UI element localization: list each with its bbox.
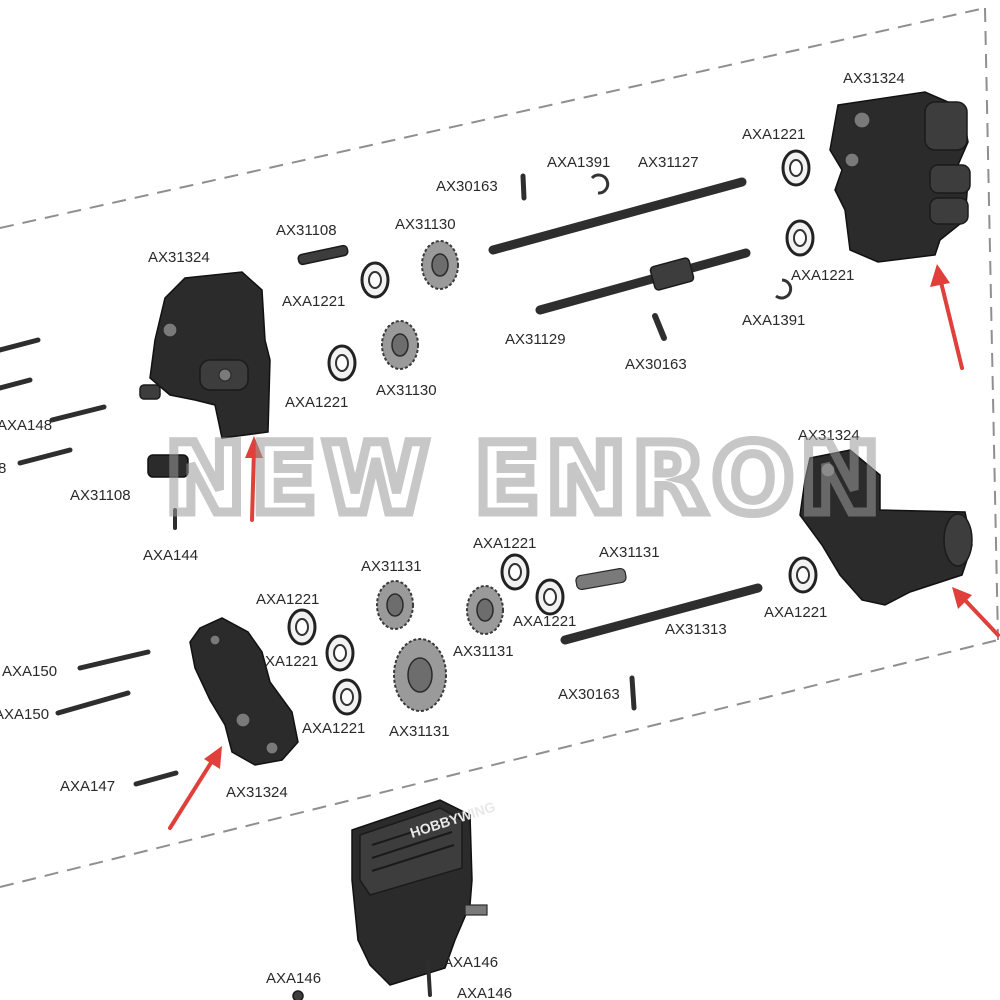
label-ax31131-right: AX31131 (599, 544, 660, 561)
label-ax31127: AX31127 (638, 154, 699, 171)
pin-top (520, 173, 527, 201)
label-axa1221-right-lower: AXA1221 (791, 267, 854, 284)
bearing-top-right-1 (781, 149, 811, 187)
screw-axa146-2 (292, 990, 304, 1000)
gear-bottom-2 (466, 585, 504, 635)
label-axa1221-bottom-mid: AXA1221 (513, 613, 576, 630)
labels-middle-left: AXA148 8 AX31108 AXA144 (0, 417, 198, 564)
main-shaft (488, 177, 747, 255)
gear-bottom-large (393, 638, 447, 712)
label-ax31324-bottom-left: AX31324 (226, 784, 288, 801)
bearing-bottom-3 (332, 678, 362, 716)
coupler-shaft (575, 567, 627, 591)
bearing-bottom-6 (788, 556, 818, 594)
label-ax31108-left: AX31108 (70, 487, 131, 504)
housing-top-left (139, 271, 271, 439)
label-ax31313: AX31313 (665, 621, 727, 638)
gear-top-2 (381, 320, 419, 370)
housing-mid-right (799, 449, 973, 606)
label-ax31129: AX31129 (505, 331, 566, 348)
bearing-top-mid-2 (327, 344, 357, 382)
housing-top-right (829, 91, 971, 263)
label-axa1221-bottom-left: AXA1221 (256, 591, 319, 608)
label-ax31130-lower: AX31130 (376, 382, 437, 399)
screw-left-1 (0, 337, 41, 353)
label-ax31131-bottom: AX31131 (389, 723, 450, 740)
labels-bottom-group: AX31324 AXA1221 AX31131 AX31131 AXA1221 … (0, 427, 860, 801)
label-ax31324-mid-right: AX31324 (798, 427, 860, 444)
screw-axa146-1 (426, 960, 432, 997)
e-clip-lower (775, 278, 793, 300)
lower-shaft-spline (649, 257, 695, 291)
label-axa1221-top-right: AXA1221 (742, 126, 805, 143)
labels-top-group: AX31324 AXA1221 AXA1391 AX31127 AX30163 … (148, 70, 905, 411)
arrow-top-left (245, 436, 263, 522)
gear-bottom-1 (376, 580, 414, 630)
bearing-bottom-5 (535, 578, 565, 616)
arrow-bottom-left (168, 746, 222, 830)
housing-bottom-left (189, 617, 299, 766)
bearing-bottom-2 (325, 634, 355, 672)
label-axa150-1: AXA150 (2, 663, 57, 680)
label-ax31324-top-right: AX31324 (843, 70, 905, 87)
pin-mid (652, 313, 667, 341)
label-axa146-right: AXA146 (443, 954, 498, 971)
label-ax31130-top: AX31130 (395, 216, 456, 233)
label-axa144: AXA144 (143, 547, 198, 564)
label-ax31108-top: AX31108 (276, 222, 337, 239)
label-axa1221-top-lower: AXA1221 (285, 394, 348, 411)
bearing-bottom-4 (500, 553, 530, 591)
pin-bottom (629, 675, 637, 711)
screw-left-2 (0, 377, 33, 391)
e-clip-top (590, 173, 610, 195)
label-axa1391-lower: AXA1391 (742, 312, 805, 329)
small-shaft-top (297, 244, 349, 266)
label-axa150-2: AXA150 (0, 706, 49, 723)
label-axa146-left: AXA146 (266, 970, 321, 987)
label-ax31131-top: AX31131 (361, 558, 422, 575)
small-shaft-left (147, 454, 189, 478)
label-ax30163-top: AX30163 (436, 178, 498, 195)
bearing-top-right-2 (785, 219, 815, 257)
label-axa1391-top: AXA1391 (547, 154, 610, 171)
screw-axa150-2 (55, 690, 131, 716)
labels-esc-group: AXA146 AXA146 AXA146 (266, 954, 512, 1000)
label-ax31131-mid: AX31131 (453, 643, 514, 660)
gear-top-1 (421, 240, 459, 290)
arrow-mid-right (952, 587, 1000, 637)
label-axa1221-top-mid: AXA1221 (282, 293, 345, 310)
screw-axa147 (133, 770, 179, 787)
bearing-top-mid-1 (360, 261, 390, 299)
lower-shaft (535, 248, 751, 315)
bearing-bottom-1 (287, 608, 317, 646)
label-axa1221-bottom-left-2: AXA1221 (255, 653, 318, 670)
label-axa1221-bottom-left-3: AXA1221 (302, 720, 365, 737)
label-ax30163-bottom: AX30163 (558, 686, 620, 703)
label-8: 8 (0, 460, 6, 477)
dashed-boundary (0, 7, 999, 888)
label-axa148: AXA148 (0, 417, 52, 434)
arrow-top-right (930, 264, 964, 370)
screw-8 (17, 447, 73, 466)
screw-axa150-1 (77, 649, 151, 671)
watermark: NEW ENRON (165, 423, 886, 535)
label-axa146-bottom: AXA146 (457, 985, 512, 1000)
label-axa147: AXA147 (60, 778, 115, 795)
screw-axa148 (49, 404, 107, 423)
label-ax31324-top-left: AX31324 (148, 249, 210, 266)
label-ax30163-mid: AX30163 (625, 356, 687, 373)
long-shaft-bottom (560, 583, 763, 645)
label-axa1221-bottom-right: AXA1221 (764, 604, 827, 621)
label-axa1221-bottom-top: AXA1221 (473, 535, 536, 552)
